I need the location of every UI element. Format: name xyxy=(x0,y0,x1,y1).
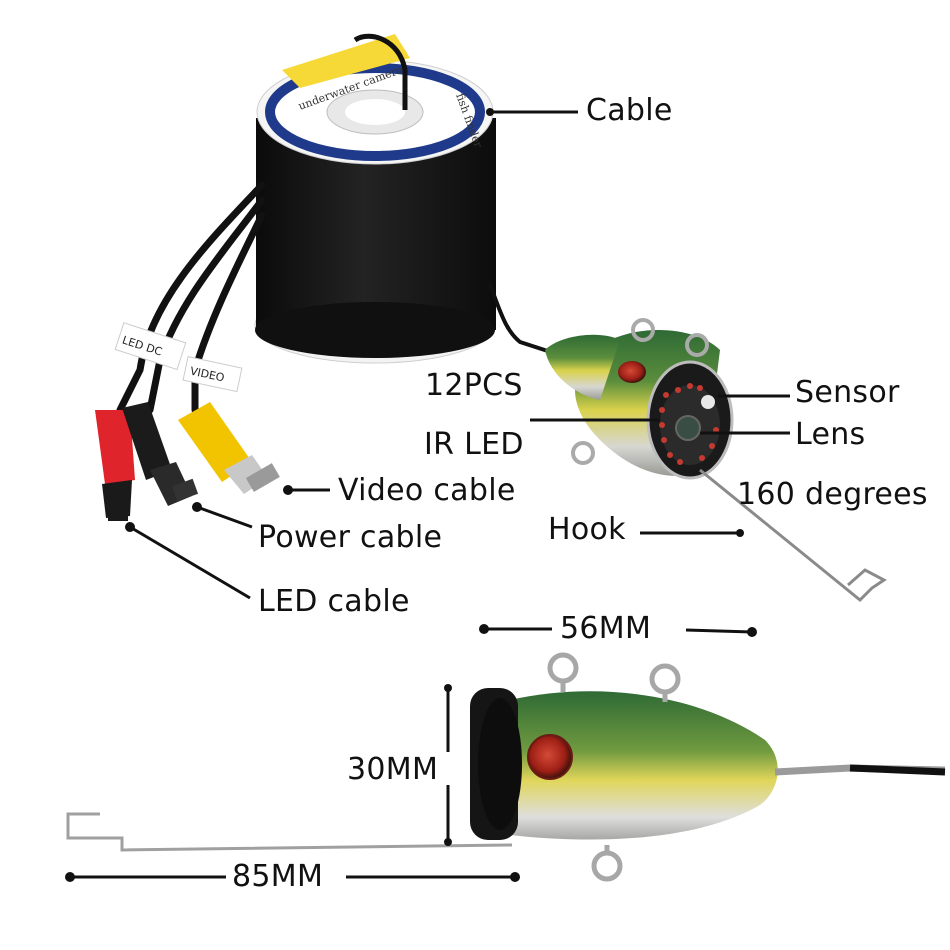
camera-side-view xyxy=(66,652,946,882)
dimension-height: 30MM xyxy=(347,752,439,787)
dimension-lines xyxy=(65,624,757,882)
leader-power xyxy=(196,505,253,529)
label-cable: Cable xyxy=(586,93,673,128)
label-sensor: Sensor xyxy=(795,375,900,410)
led-dc-plug-red xyxy=(95,410,135,521)
video-rca-plug-yellow xyxy=(178,402,280,494)
dimension-hook-length: 85MM xyxy=(232,859,324,894)
label-ir-count: 12PCS xyxy=(425,368,523,403)
label-angle: 160 degrees xyxy=(737,477,928,512)
label-lens: Lens xyxy=(795,417,866,452)
label-power-cable: Power cable xyxy=(258,520,443,555)
camera-front-view xyxy=(545,318,887,603)
label-video-cable: Video cable xyxy=(338,473,516,508)
label-hook: Hook xyxy=(548,512,626,547)
label-led-cable: LED cable xyxy=(258,584,410,619)
label-ir-led: IR LED xyxy=(424,427,524,462)
leader-led xyxy=(129,525,251,600)
leader-lines xyxy=(125,108,790,600)
cable-reel: underwater camera fish finder xyxy=(254,33,496,364)
dimension-width: 56MM xyxy=(560,611,652,646)
power-dc-plug-black xyxy=(122,402,199,506)
